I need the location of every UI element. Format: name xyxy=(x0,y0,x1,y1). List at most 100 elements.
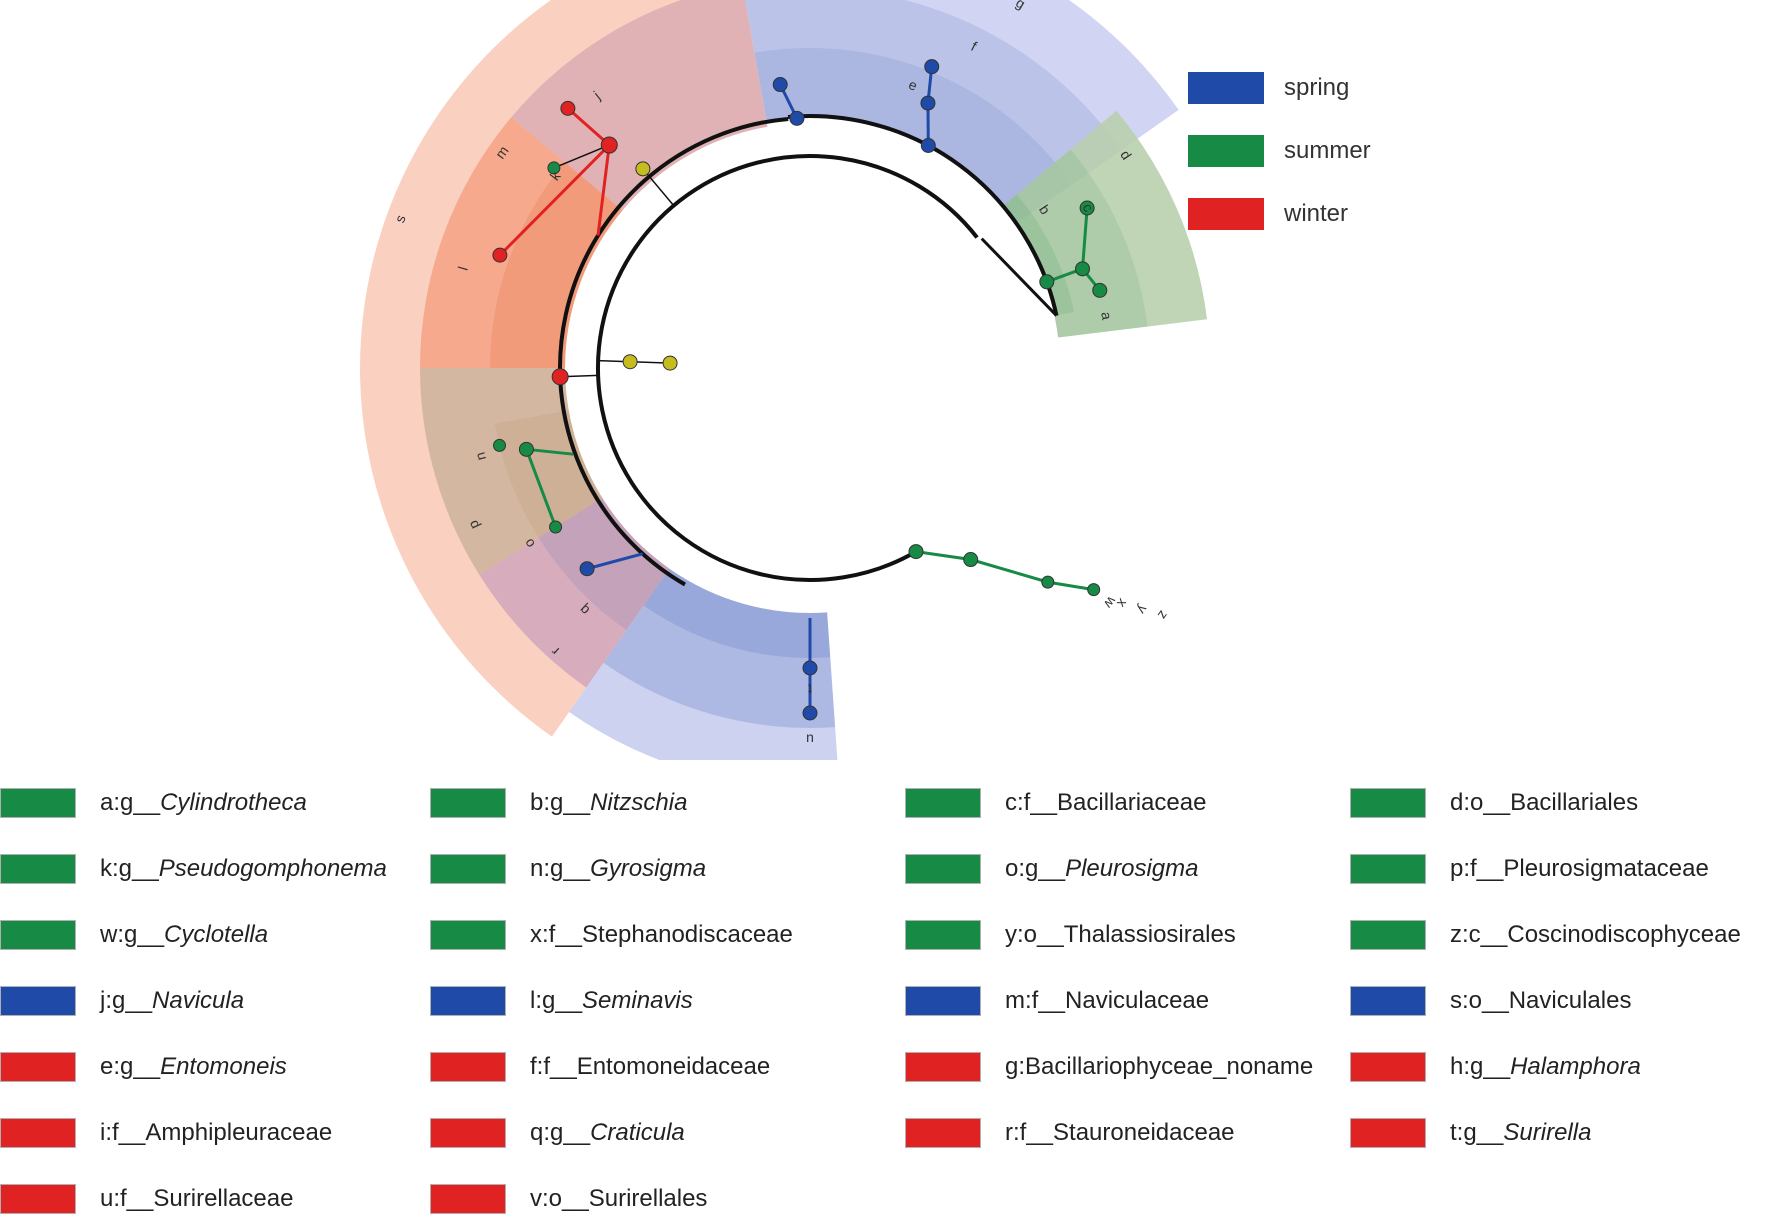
branch-n xyxy=(526,447,574,456)
taxa-swatch-k xyxy=(0,854,76,884)
legend-label-spring: spring xyxy=(1284,74,1350,101)
taxa-legend-item-h: h:g__Halamphora xyxy=(1350,1052,1641,1082)
taxa-swatch-c xyxy=(905,788,981,818)
taxa-label-m: m:f__Naviculaceae xyxy=(1005,987,1210,1014)
band-p xyxy=(494,410,603,538)
taxa-legend-item-u: u:f__Surirellaceae xyxy=(0,1184,293,1214)
taxa-label-p: p:f__Pleurosigmataceae xyxy=(1450,855,1709,882)
taxa-swatch-l xyxy=(430,986,506,1016)
taxa-label-i: i:f__Amphipleuraceae xyxy=(100,1119,333,1146)
legend-swatch-winter xyxy=(1188,198,1264,230)
node-a-1 xyxy=(1039,274,1055,290)
taxa-swatch-x xyxy=(430,920,506,950)
taxa-label-q: q:g__Craticula xyxy=(530,1119,685,1146)
taxa-legend-item-r: r:f__Stauroneidaceae xyxy=(905,1118,1235,1148)
branch-b xyxy=(1081,207,1089,269)
clade-label-n: n xyxy=(472,450,489,462)
clade-label-a: a xyxy=(1098,310,1115,321)
taxa-swatch-i xyxy=(0,1118,76,1148)
node-hi-1 xyxy=(789,110,805,126)
arc-root xyxy=(596,154,979,582)
clade-label-z: z xyxy=(1155,608,1172,623)
node-t-1 xyxy=(802,660,818,676)
tree-branches xyxy=(498,66,1101,713)
taxa-swatch-z xyxy=(1350,920,1426,950)
legend-item-winter: winter xyxy=(1188,196,1371,232)
band-t xyxy=(643,568,831,658)
taxa-swatch-p xyxy=(1350,854,1426,884)
clade-label-y: y xyxy=(1134,602,1151,617)
node-winter-root xyxy=(551,368,569,386)
node-yellow-1 xyxy=(635,161,651,177)
taxa-legend-item-o: o:g__Pleurosigma xyxy=(905,854,1198,884)
taxa-swatch-t xyxy=(1350,1118,1426,1148)
taxa-swatch-w xyxy=(0,920,76,950)
branch-root-tail xyxy=(980,237,1058,317)
taxa-swatch-r xyxy=(905,1118,981,1148)
taxa-swatch-e xyxy=(0,1052,76,1082)
taxa-swatch-f xyxy=(430,1052,506,1082)
taxa-legend-item-v: v:o__Surirellales xyxy=(430,1184,707,1214)
taxa-legend-item-y: y:o__Thalassiosirales xyxy=(905,920,1236,950)
node-t-2 xyxy=(802,705,818,721)
taxa-swatch-y xyxy=(905,920,981,950)
taxa-label-y: y:o__Thalassiosirales xyxy=(1005,921,1236,948)
taxa-swatch-n xyxy=(430,854,506,884)
taxa-label-n: n:g__Gyrosigma xyxy=(530,855,707,882)
taxa-label-u: u:f__Surirellaceae xyxy=(100,1185,294,1212)
taxa-label-v: v:o__Surirellales xyxy=(530,1185,708,1212)
taxa-legend-item-p: p:f__Pleurosigmataceae xyxy=(1350,854,1709,884)
arc-winter xyxy=(558,116,789,587)
taxa-label-f: f:f__Entomoneidaceae xyxy=(530,1053,771,1080)
taxa-swatch-s xyxy=(1350,986,1426,1016)
taxa-swatch-o xyxy=(905,854,981,884)
band-c-summer xyxy=(1001,149,1148,338)
legend-item-summer: summer xyxy=(1188,133,1371,169)
taxa-legend-item-f: f:f__Entomoneidaceae xyxy=(430,1052,770,1082)
taxa-label-d: d:o__Bacillariales xyxy=(1450,789,1639,816)
season-legend: spring summer winter xyxy=(1188,70,1371,259)
taxa-legend-item-a: a:g__Cylindrotheca xyxy=(0,788,307,818)
node-k xyxy=(547,161,561,175)
node-x xyxy=(963,552,979,568)
taxa-legend-item-g: g:Bacillariophyceae_noname xyxy=(905,1052,1313,1082)
taxa-legend-item-e: e:g__Entomoneis xyxy=(0,1052,287,1082)
taxa-label-e: e:g__Entomoneis xyxy=(100,1053,287,1080)
taxa-label-w: w:g__Cyclotella xyxy=(100,921,269,948)
taxa-label-k: k:g__Pseudogomphonema xyxy=(100,855,387,882)
taxa-legend-item-n: n:g__Gyrosigma xyxy=(430,854,706,884)
branch-k xyxy=(553,144,610,169)
taxa-legend-item-j: j:g__Navicula xyxy=(0,986,244,1016)
clade-label-l: l xyxy=(455,265,471,272)
taxa-swatch-m xyxy=(905,986,981,1016)
clade-shading-bands xyxy=(360,0,1208,760)
band-r xyxy=(479,497,670,688)
node-z xyxy=(1087,583,1101,597)
taxa-label-s: s:o__Naviculales xyxy=(1450,987,1632,1014)
taxa-label-j: j:g__Navicula xyxy=(100,987,245,1014)
taxa-legend-item-w: w:g__Cyclotella xyxy=(0,920,268,950)
taxa-legend-item-s: s:o__Naviculales xyxy=(1350,986,1631,1016)
clade-label-t: t xyxy=(808,681,812,697)
taxa-label-l: l:g__Seminavis xyxy=(530,987,693,1014)
taxa-swatch-d xyxy=(1350,788,1426,818)
node-a-2 xyxy=(1075,261,1091,277)
band-f-spring xyxy=(745,0,1122,225)
taxa-label-h: h:g__Halamphora xyxy=(1450,1053,1641,1080)
taxa-label-z: z:c__Coscinodiscophyceae xyxy=(1450,921,1741,948)
node-e-2 xyxy=(920,95,936,111)
legend-label-winter: winter xyxy=(1284,200,1349,227)
node-winter-nav xyxy=(600,136,618,154)
node-yellow-2 xyxy=(622,354,638,370)
legend-swatch-summer xyxy=(1188,135,1264,167)
node-n xyxy=(493,438,507,452)
node-yellow-3 xyxy=(662,355,678,371)
taxa-legend-item-i: i:f__Amphipleuraceae xyxy=(0,1118,332,1148)
node-y xyxy=(1041,575,1055,589)
tree-nodes xyxy=(492,59,1108,721)
taxa-legend-item-q: q:g__Craticula xyxy=(430,1118,685,1148)
node-q xyxy=(579,561,595,577)
taxa-swatch-h xyxy=(1350,1052,1426,1082)
taxa-legend-item-c: c:f__Bacillariaceae xyxy=(905,788,1206,818)
